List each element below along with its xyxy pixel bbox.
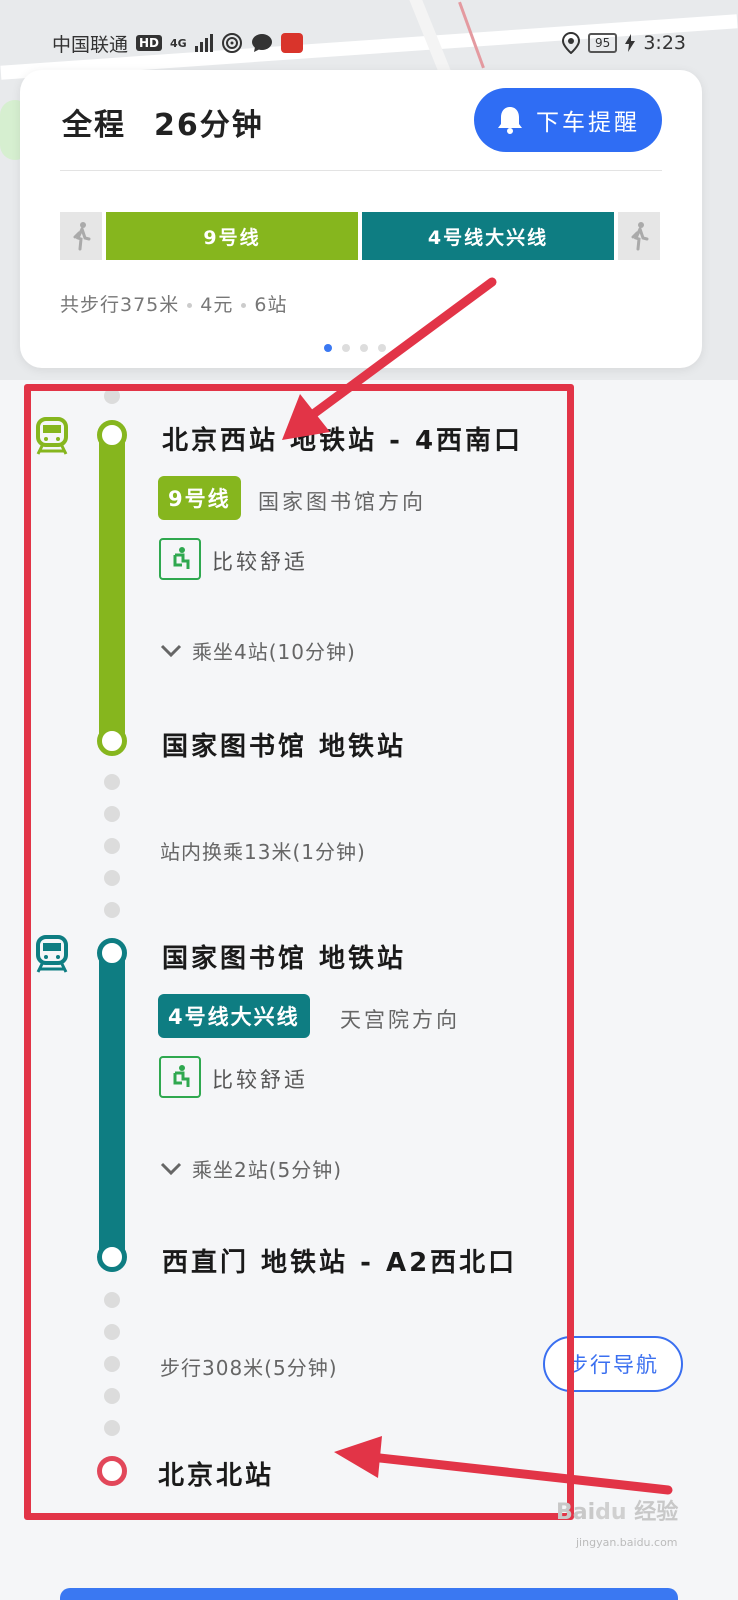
line-4-tag: 4号线大兴线 <box>158 994 310 1038</box>
comfort-label: 比较舒适 <box>212 1068 308 1092</box>
timeline-dot <box>104 1388 120 1404</box>
fare: 4元 <box>200 294 234 316</box>
station-node <box>97 726 127 756</box>
bottom-action-bar[interactable] <box>60 1588 678 1600</box>
baidu-watermark-logo: Baidu 经验 <box>556 1500 679 1525</box>
status-bar: 中国联通 HD 4G 95 3:23 <box>0 28 738 58</box>
alight-reminder-label: 下车提醒 <box>536 110 640 136</box>
page-indicator <box>324 344 386 352</box>
destination-beijing-north[interactable]: 北京北站 <box>158 1461 275 1491</box>
station-node <box>97 1242 127 1272</box>
station-beijing-west[interactable]: 北京西站 地铁站 - 4西南口 <box>162 426 524 456</box>
station-national-library[interactable]: 国家图书馆 地铁站 <box>162 732 407 762</box>
timeline-dot <box>104 1356 120 1372</box>
seat-comfort-icon <box>159 538 201 580</box>
hotspot-icon <box>221 33 242 53</box>
app-notification-icon <box>280 33 303 53</box>
message-icon <box>251 34 272 52</box>
carrier-name: 中国联通 <box>52 33 129 56</box>
network-type: 4G <box>170 36 187 50</box>
walk-segment <box>60 212 102 260</box>
ride-stops-label: 乘坐2站(5分钟) <box>192 1158 343 1182</box>
battery-icon: 95 <box>588 33 618 53</box>
metro-icon <box>36 935 68 973</box>
duration-value: 26分钟 <box>154 108 264 143</box>
alight-reminder-button[interactable]: 下车提醒 <box>474 88 662 152</box>
station-xizhimen[interactable]: 西直门 地铁站 - A2西北口 <box>162 1248 518 1278</box>
walk-info: 步行308米(5分钟) <box>160 1356 338 1380</box>
timeline-dot <box>104 806 120 822</box>
seat-comfort-icon <box>159 1056 201 1098</box>
station-national-library-line4[interactable]: 国家图书馆 地铁站 <box>162 944 407 974</box>
line-9-timeline <box>99 422 125 752</box>
line-segments-bar: 9号线 4号线大兴线 <box>60 212 662 260</box>
route-duration: 全程 26分钟 <box>62 100 264 144</box>
destination-node <box>97 1456 127 1486</box>
station-node <box>97 420 127 450</box>
signal-icon <box>194 34 213 52</box>
timeline-dot <box>104 902 120 918</box>
chevron-down-icon <box>160 644 182 657</box>
timeline-dot <box>104 1420 120 1436</box>
hd-icon: HD <box>136 35 163 51</box>
bell-icon <box>498 107 522 134</box>
timeline-dot <box>104 838 120 854</box>
line-4-segment: 4号线大兴线 <box>362 212 614 260</box>
line-4-timeline <box>99 940 125 1270</box>
ride-stops-toggle[interactable]: 乘坐4站(10分钟) <box>160 636 356 665</box>
timeline-dot <box>104 870 120 886</box>
baidu-watermark-url: jingyan.baidu.com <box>576 1536 678 1549</box>
divider <box>60 170 662 171</box>
walking-person-icon <box>631 222 649 251</box>
clock: 3:23 <box>643 32 686 54</box>
line-9-segment: 9号线 <box>106 212 358 260</box>
route-summary-card[interactable]: 全程 26分钟 下车提醒 9号线 4号线大兴线 共步行375米 4元 6站 <box>20 70 702 368</box>
walking-person-icon <box>73 222 91 251</box>
metro-icon <box>36 417 68 455</box>
timeline-dot <box>104 774 120 790</box>
chevron-down-icon <box>160 1162 182 1175</box>
timeline-dot <box>104 388 120 404</box>
line-9-tag: 9号线 <box>158 476 241 520</box>
annotation-highlight-box <box>24 384 574 1520</box>
walk-navigation-button[interactable]: 步行导航 <box>543 1336 683 1392</box>
ride-stops-label: 乘坐4站(10分钟) <box>192 640 356 664</box>
location-icon <box>562 32 581 54</box>
direction-label: 天宫院方向 <box>340 1008 460 1032</box>
station-node <box>97 938 127 968</box>
transfer-info: 站内换乘13米(1分钟) <box>160 840 366 864</box>
route-meta: 共步行375米 4元 6站 <box>60 290 287 317</box>
walk-distance: 共步行375米 <box>60 294 180 316</box>
timeline-dot <box>104 1324 120 1340</box>
stop-count: 6站 <box>254 294 288 316</box>
ride-stops-toggle[interactable]: 乘坐2站(5分钟) <box>160 1154 342 1183</box>
comfort-label: 比较舒适 <box>212 550 308 574</box>
total-label: 全程 <box>62 108 126 143</box>
direction-label: 国家图书馆方向 <box>258 490 426 514</box>
timeline-dot <box>104 1292 120 1308</box>
walk-segment <box>618 212 660 260</box>
charging-icon <box>625 34 636 52</box>
